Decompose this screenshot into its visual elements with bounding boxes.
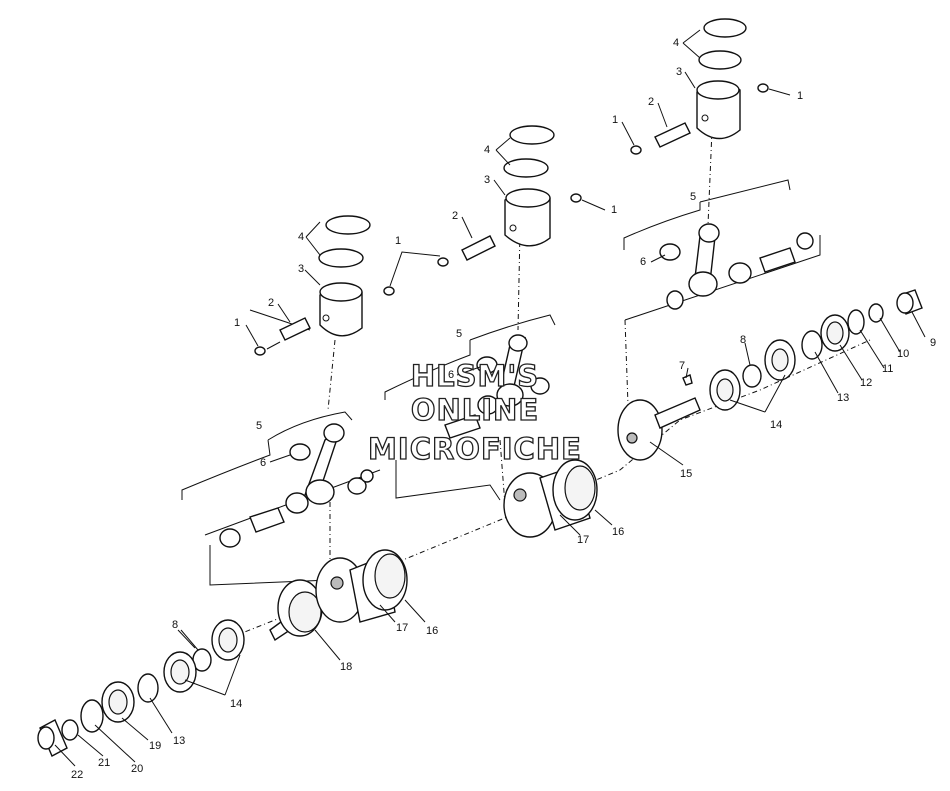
center-connecting-rod [384,314,556,439]
center-piston-group [437,125,606,267]
callout-6: 6 [448,369,454,381]
output-shaft [654,397,701,429]
callout-4: 4 [484,144,490,156]
callout-4: 4 [298,231,304,243]
piston-ring-upper [325,215,371,235]
callout-12: 12 [860,377,872,389]
piston-ring-upper [703,18,747,38]
watermark-line-3: MICROFICHE [368,432,582,466]
piston-ring-lower [503,158,549,178]
woodruff-key [682,374,693,386]
callout-22: 22 [71,769,83,781]
callout-6: 6 [640,256,646,268]
needle-bearing [476,356,498,374]
piston-pin [279,317,311,341]
callout-11: 11 [882,363,893,375]
callout-17: 17 [577,534,589,546]
pin-clip [570,193,582,203]
left-piston-group [254,215,441,356]
callout-18: 18 [340,661,352,673]
callout-13: 13 [173,735,185,747]
o-ring [868,303,884,323]
callout-17: 17 [396,622,408,634]
left-connecting-rod [181,411,374,548]
thrust-washer [530,377,550,395]
leader-lines [54,29,926,767]
callout-21: 21 [98,757,110,769]
thrust-washer [796,232,814,250]
shim [742,364,762,388]
callout-2: 2 [268,297,274,309]
callout-1: 1 [611,204,617,216]
right-connecting-rod [623,179,814,310]
retaining-ring [137,673,159,703]
callout-13: 13 [837,392,849,404]
callout-3: 3 [676,66,682,78]
watermark-line-1: HLSM'S [411,359,539,393]
right-piston-group [630,18,791,155]
snap-ring [80,699,104,733]
needle-bearing [659,243,681,261]
callout-1: 1 [234,317,240,329]
callout-20: 20 [131,763,143,775]
callout-10: 10 [897,348,909,360]
callout-6: 6 [260,457,266,469]
retaining-ring [801,330,823,360]
callout-16: 16 [426,625,438,637]
crankshaft-center-section [503,459,598,538]
o-ring [61,719,79,741]
callout-14: 14 [230,698,242,710]
piston-ring-lower [698,50,742,70]
piston-pin [654,122,691,148]
piston-ring-lower [318,248,364,268]
crank-pin [759,247,796,273]
needle-bearing [728,262,752,284]
needle-bearing [285,492,309,514]
callout-labels: 1 2 3 4 1 2 3 4 1 1 2 3 4 1 5 5 5 6 6 6 … [71,37,936,781]
callout-1: 1 [395,235,401,247]
crankshaft-right-section [617,289,923,461]
callout-9: 9 [930,337,936,349]
callout-5: 5 [690,191,696,203]
thrust-washer [347,477,367,495]
callout-14: 14 [770,419,782,431]
callout-5: 5 [456,328,462,340]
callout-19: 19 [149,740,161,752]
thrust-washer [219,528,241,548]
callout-15: 15 [680,468,692,480]
callout-2: 2 [648,96,654,108]
crank-pin [444,414,481,439]
callout-8: 8 [740,334,746,346]
callout-1: 1 [797,90,803,102]
crank-wheel [617,399,663,461]
pin-clip [437,257,449,267]
pin-clip [383,286,395,296]
snap-ring [847,309,865,335]
callout-4: 4 [673,37,679,49]
pin-clip [757,83,769,93]
pin-clip [630,145,642,155]
callout-7: 7 [679,360,685,372]
callout-2: 2 [452,210,458,222]
callout-16: 16 [612,526,624,538]
needle-bearing [289,443,311,461]
pin-clip [254,346,266,356]
callout-5: 5 [256,420,262,432]
crank-pin [249,507,285,533]
watermark-line-2: ONLINE [411,393,539,427]
callout-8: 8 [172,619,178,631]
callout-3: 3 [298,263,304,275]
callout-3: 3 [484,174,490,186]
watermark: HLSM'S ONLINE MICROFICHE [367,358,582,466]
thrust-washer [666,290,684,310]
piston-pin [461,235,496,261]
crankshaft-left-section [37,549,408,757]
callout-1: 1 [612,114,618,126]
piston-ring-upper [509,125,555,145]
